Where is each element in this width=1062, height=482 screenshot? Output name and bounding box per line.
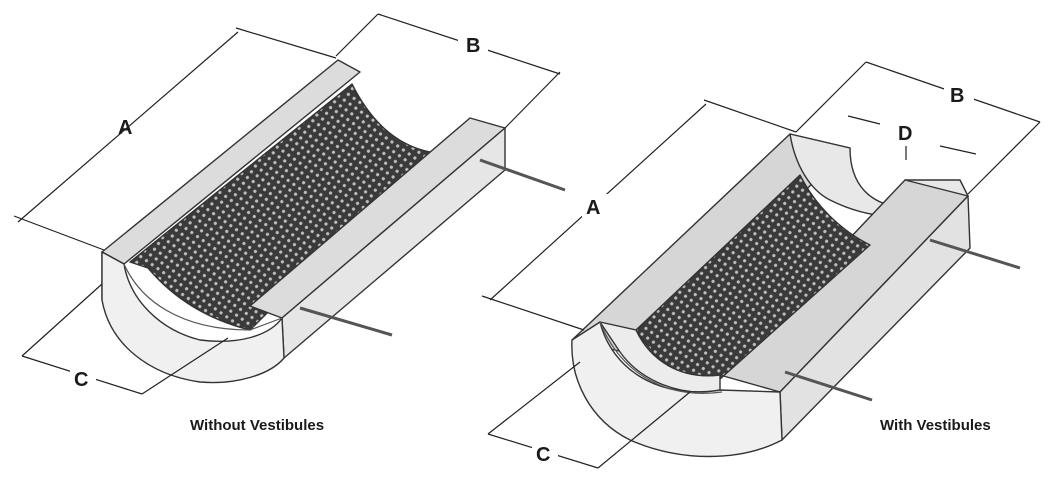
label-a-left: A [118,117,132,139]
label-c-right: C [536,444,550,466]
dimension-b-right: B [795,61,1041,195]
heater-with-vestibules: A B D C With Vestibules [481,61,1041,469]
terminal-lead-lower-v [784,370,873,402]
caption-with-vestibules: With Vestibules [880,417,991,434]
dimension-a-left: A [13,27,337,251]
label-a-right: A [586,197,600,219]
front-end-face [101,251,285,384]
label-d-right: D [898,123,912,145]
dimension-b-left: B [335,13,561,129]
front-end-face-v [571,321,783,458]
heater-without-vestibules: A B C Without Vestibules [13,13,566,434]
caption-without-vestibules: Without Vestibules [190,417,324,434]
dimension-c-right: C [487,361,691,469]
dimension-c-left: C [21,283,229,395]
label-b-left: B [466,35,480,57]
terminal-lead-lower [299,306,393,337]
terminal-lead-upper [479,158,566,192]
label-c-left: C [74,369,88,391]
dimension-d-right: D [847,115,977,160]
front-vestibule [599,321,721,393]
dimension-a-right: A [481,99,797,331]
heating-element-coil-v [635,174,871,389]
terminal-lead-upper-v [929,238,1021,270]
label-b-right: B [950,85,964,107]
